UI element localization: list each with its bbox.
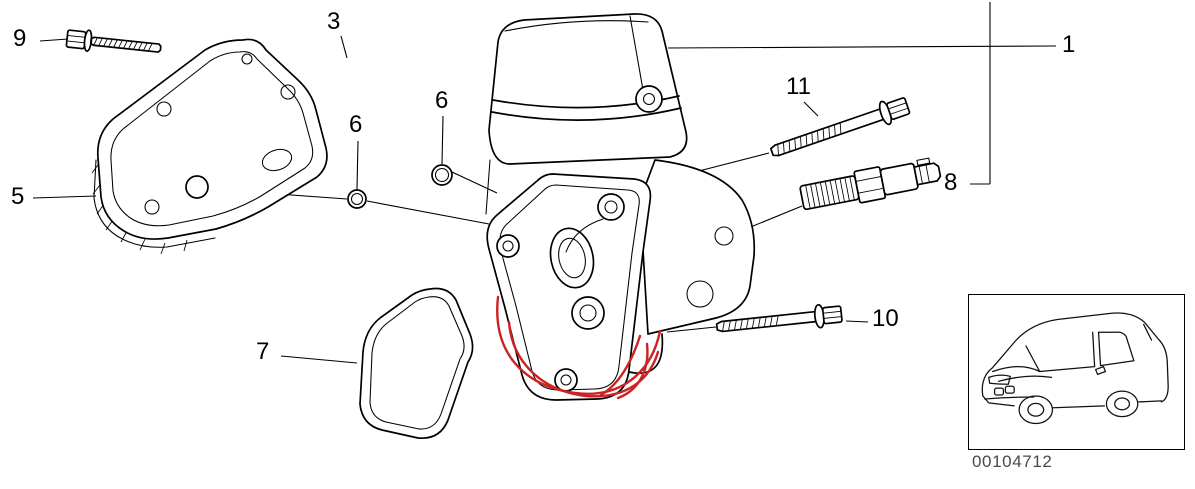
bolt-11 <box>770 97 911 157</box>
callout-7[interactable]: 7 <box>256 338 270 365</box>
callout-5[interactable]: 5 <box>11 183 25 210</box>
vehicle-art <box>981 312 1169 425</box>
callout-11[interactable]: 11 <box>786 73 811 100</box>
callout-8[interactable]: 8 <box>944 169 958 196</box>
cover-plate <box>91 38 328 255</box>
callout-9[interactable]: 9 <box>13 25 27 52</box>
callout-6-left[interactable]: 6 <box>349 111 363 138</box>
callout-6-right[interactable]: 6 <box>435 87 449 114</box>
filter-housing <box>485 13 756 401</box>
oil-pressure-sensor <box>799 157 942 211</box>
highlight-marks <box>496 295 662 400</box>
diagram-id: 00104712 <box>972 452 1053 471</box>
callout-3[interactable]: 3 <box>327 8 341 35</box>
callout-1[interactable]: 1 <box>1062 31 1076 58</box>
gasket-7 <box>359 287 474 440</box>
seal-ring-6-left <box>347 189 367 209</box>
bolt-10 <box>715 303 843 333</box>
vehicle-thumbnail <box>968 294 1185 450</box>
seal-ring-6-right <box>431 164 453 186</box>
bolt-9 <box>65 29 162 53</box>
callout-10[interactable]: 10 <box>872 305 899 332</box>
